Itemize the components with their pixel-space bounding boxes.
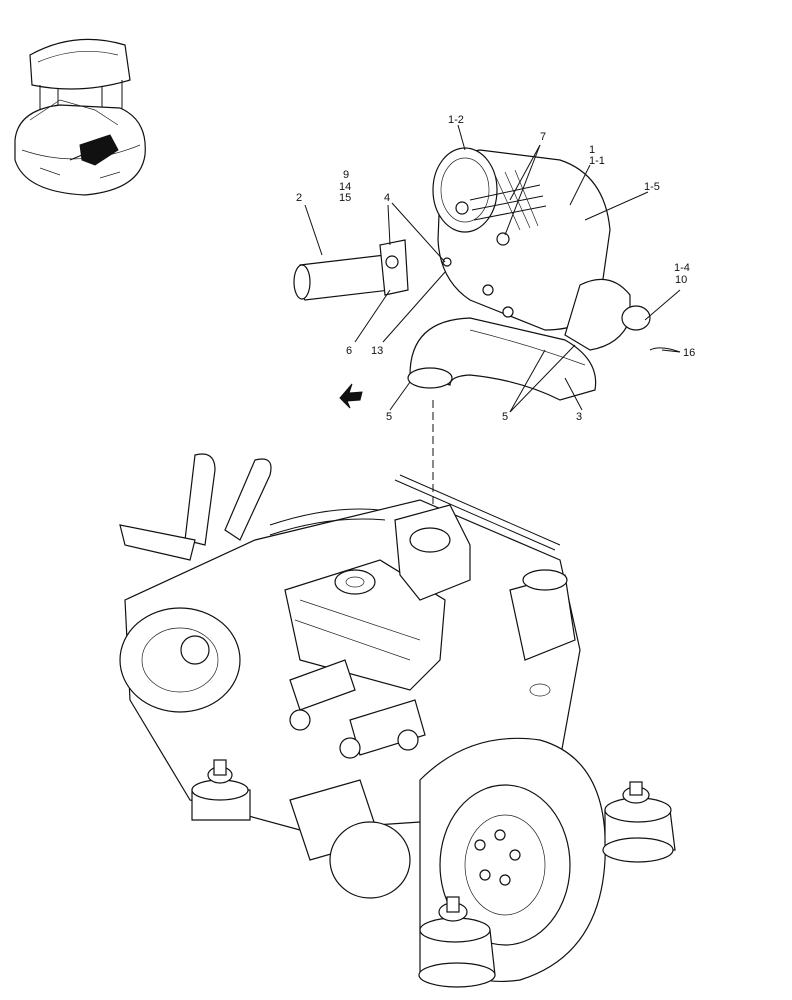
air-cleaner-assembly [432, 147, 681, 353]
inlet-pipe [293, 239, 452, 301]
intake-hose [407, 317, 597, 401]
callout-2: 2 [296, 192, 302, 204]
callout-6: 6 [346, 345, 352, 357]
callout-1-2: 1-2 [448, 114, 464, 126]
callout-10: 10 [675, 274, 687, 286]
engine-mount-front [418, 896, 496, 988]
callout-14: 14 [339, 181, 351, 193]
engine-mount-right [602, 781, 676, 863]
direction-arrow-icon [339, 383, 363, 409]
machine-locator-thumbnail [14, 38, 146, 196]
callout-5-left: 5 [386, 411, 392, 423]
callout-16: 16 [683, 347, 695, 359]
callout-5-right: 5 [502, 411, 508, 423]
callout-1-5: 1-5 [644, 181, 660, 193]
leader-lines [304, 124, 681, 413]
callout-9: 9 [343, 169, 349, 181]
engine-mount-left [191, 759, 251, 821]
callout-1: 1 [589, 144, 595, 156]
callout-4: 4 [384, 192, 390, 204]
callout-13: 13 [371, 345, 383, 357]
callout-labels: 1-2 7 1 1-1 1-5 9 14 15 2 4 1-4 10 6 13 … [296, 114, 695, 423]
callout-7: 7 [540, 131, 546, 143]
callout-1-4: 1-4 [674, 262, 690, 274]
engine-illustration [119, 453, 676, 988]
callout-1-1: 1-1 [589, 155, 605, 167]
callout-3: 3 [576, 411, 582, 423]
callout-15: 15 [339, 192, 351, 204]
